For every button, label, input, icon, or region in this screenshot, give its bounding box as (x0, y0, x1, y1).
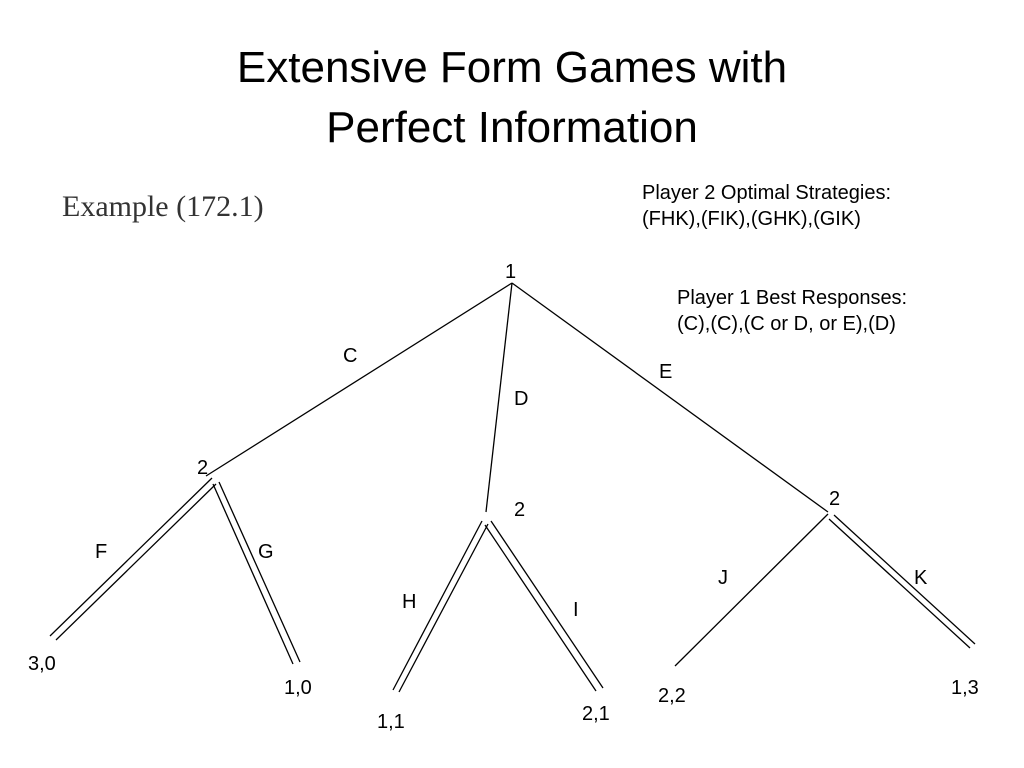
node-e-player-label: 2 (829, 488, 840, 510)
action-h-label: H (402, 591, 416, 613)
slide-title-line-2: Perfect Information (326, 103, 698, 152)
branch-e (511, 282, 829, 513)
action-i-label: I (573, 599, 579, 621)
payoff-f-label: 3,0 (28, 653, 56, 675)
slide-title-line-1: Extensive Form Games with (236, 43, 788, 92)
action-k-label: K (914, 567, 928, 589)
action-e-label: E (659, 361, 672, 383)
action-f-label: F (95, 541, 107, 563)
node-c-player-label: 2 (197, 457, 208, 479)
action-g-label: G (258, 541, 274, 563)
example-subtitle: Example (172.1) (62, 190, 264, 223)
payoff-g-label: 1,0 (284, 677, 312, 699)
root-node-label: 1 (505, 261, 516, 283)
payoff-i-label: 2,1 (582, 703, 610, 725)
branch-h (392, 520, 489, 693)
action-c-label: C (343, 345, 357, 367)
player1-responses-heading: Player 1 Best Responses: (677, 287, 908, 309)
action-j-label: J (718, 567, 728, 589)
player1-responses-note: Player 1 Best Responses: (C),(C),(C or D… (677, 285, 907, 337)
branch-c (205, 282, 513, 477)
player2-strategies-list: (FHK),(FIK),(GHK),(GIK) (642, 208, 861, 230)
branch-d (485, 282, 513, 513)
action-d-label: D (514, 388, 528, 410)
branch-k (828, 514, 976, 649)
payoff-h-label: 1,1 (377, 711, 405, 733)
branch-f (49, 477, 217, 641)
player2-strategies-heading: Player 2 Optimal Strategies: (642, 182, 891, 204)
payoff-j-label: 2,2 (658, 685, 686, 707)
branch-j (674, 513, 829, 667)
player2-strategies-note: Player 2 Optimal Strategies: (FHK),(FIK)… (642, 180, 891, 232)
node-d-player-label: 2 (514, 499, 525, 521)
branch-i (484, 520, 604, 692)
payoff-k-label: 1,3 (951, 677, 979, 699)
branch-g (212, 481, 301, 665)
player1-responses-list: (C),(C),(C or D, or E),(D) (677, 313, 896, 335)
